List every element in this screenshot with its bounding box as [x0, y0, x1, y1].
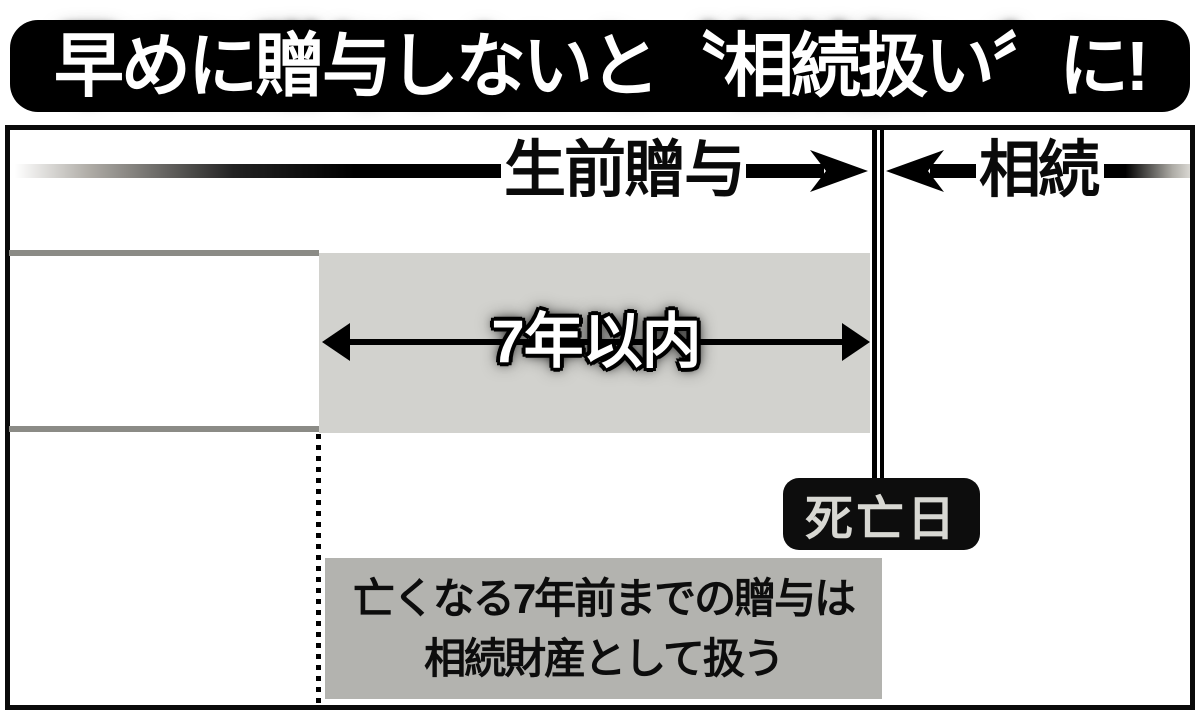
seven-year-label: 7年以内: [491, 308, 701, 375]
seven-year-dotted-line: [316, 434, 321, 708]
death-divider-line-right: [880, 130, 884, 478]
inheritance-label: 相続: [978, 136, 1100, 205]
inheritance-timeline-bar: [1104, 164, 1190, 178]
note-box: 亡くなる7年前までの贈与は 相続財産として扱う: [325, 558, 882, 699]
lifetime-gift-timeline-bar: [15, 164, 501, 178]
lower-gray-rule: [9, 426, 319, 432]
upper-gray-rule: [9, 250, 319, 256]
title-banner: 早めに贈与しないと〝相続扱い〞に!: [10, 20, 1190, 112]
death-date-label: 死亡日: [804, 493, 958, 546]
death-date-badge: 死亡日: [783, 478, 980, 550]
note-line-2: 相続財産として扱う: [424, 634, 785, 682]
lifetime-gift-label: 生前贈与: [503, 136, 746, 205]
left-arrow-icon: [886, 150, 976, 192]
double-headed-arrow-icon: [322, 323, 870, 361]
death-divider-line-left: [872, 130, 877, 478]
page-title: 早めに贈与しないと〝相続扱い〞に!: [53, 27, 1149, 105]
note-line-1: 亡くなる7年前までの贈与は: [352, 574, 856, 622]
right-arrow-icon: [746, 150, 868, 192]
